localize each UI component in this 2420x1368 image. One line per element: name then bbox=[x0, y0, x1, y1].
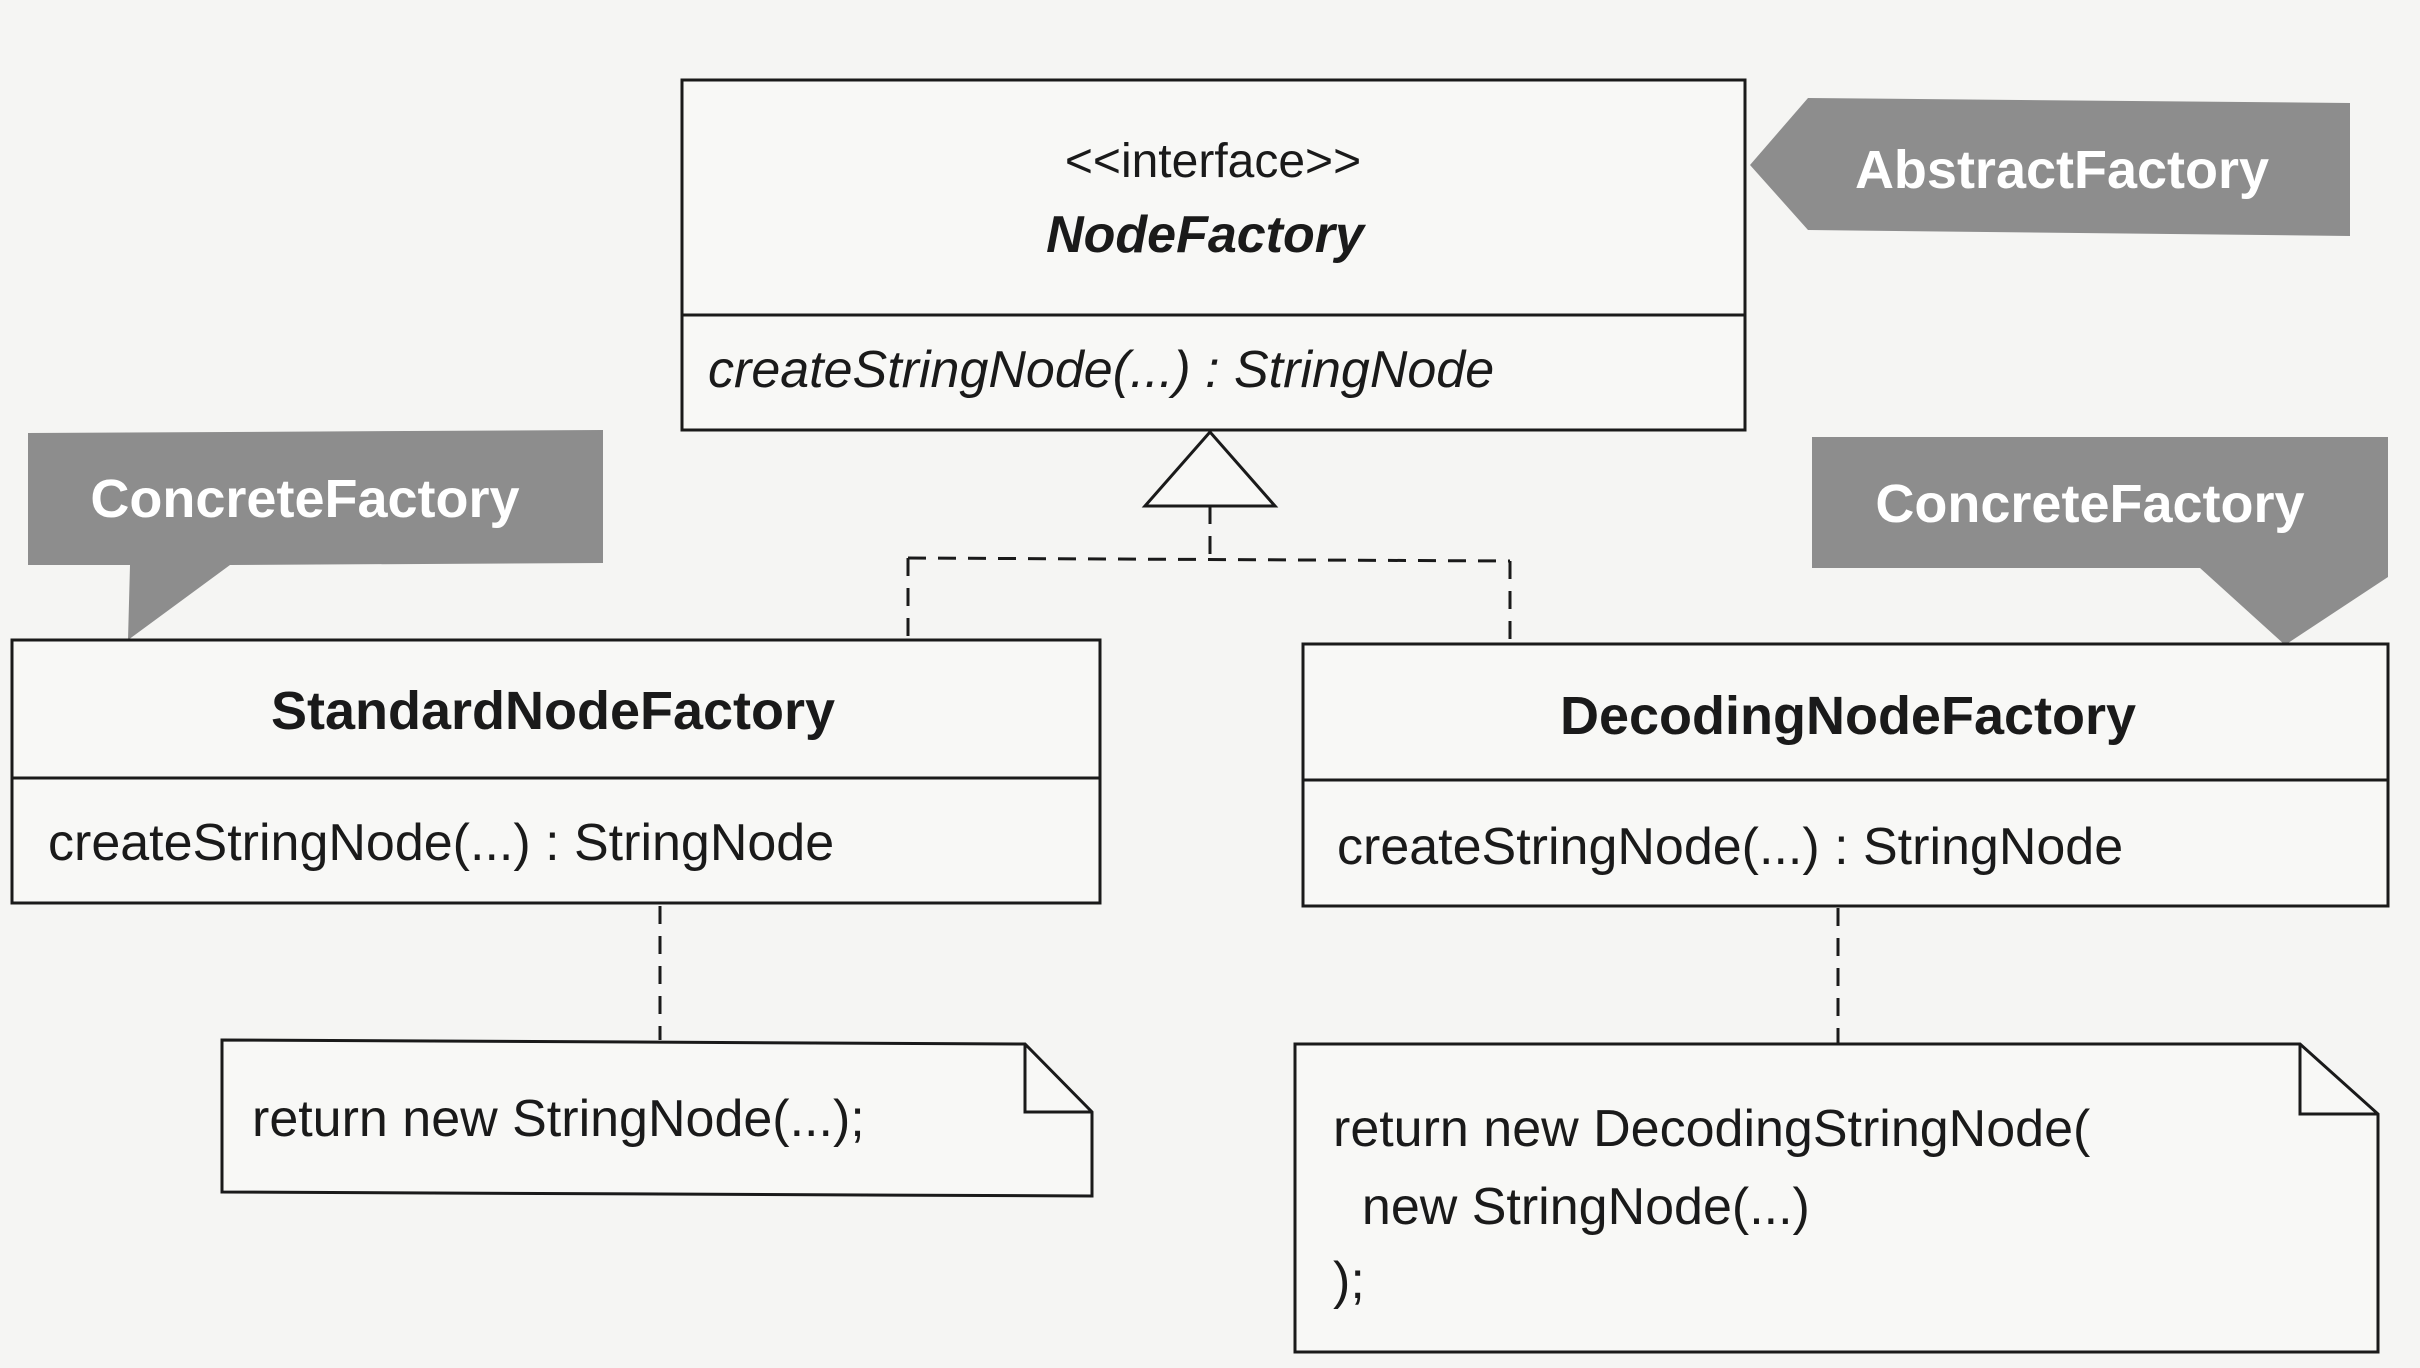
standard-class-box bbox=[10, 638, 1102, 905]
concrete-factory-left-tag-shape bbox=[28, 430, 603, 640]
interface-stereotype: <<interface>> bbox=[1065, 135, 1361, 188]
standard-note-line-1: return new StringNode(...); bbox=[252, 1090, 865, 1148]
class-standardnodefactory: StandardNodeFactory createStringNode(...… bbox=[10, 638, 1102, 905]
standard-note-shape bbox=[220, 1038, 1094, 1198]
decoding-class-name: DecodingNodeFactory bbox=[1560, 686, 2136, 746]
tag-abstract-factory: AbstractFactory bbox=[1750, 98, 2350, 236]
interface-nodefactory: <<interface>> NodeFactory createStringNo… bbox=[680, 78, 1747, 432]
decoding-note-line-2: new StringNode(...) bbox=[1333, 1178, 1810, 1236]
standard-note-fold bbox=[1023, 1044, 1092, 1114]
decoding-note-shape bbox=[1293, 1042, 2380, 1354]
standard-class-method: createStringNode(...) : StringNode bbox=[48, 814, 834, 872]
decoding-class-method: createStringNode(...) : StringNode bbox=[1337, 818, 2123, 876]
decoding-note-line-3: ); bbox=[1333, 1252, 1365, 1310]
decoding-note-line-1: return new DecodingStringNode( bbox=[1333, 1100, 2091, 1158]
tag-concrete-factory-right: ConcreteFactory bbox=[1812, 437, 2388, 645]
decoding-class-box bbox=[1301, 642, 2390, 908]
note-standard: return new StringNode(...); bbox=[220, 1038, 1094, 1198]
abstract-factory-tag-shape bbox=[1750, 98, 2350, 236]
class-decodingnodefactory: DecodingNodeFactory createStringNode(...… bbox=[1301, 642, 2390, 908]
realization-crossbar bbox=[907, 556, 1511, 563]
realization-connectors bbox=[906, 506, 1512, 644]
concrete-factory-right-tag-label: ConcreteFactory bbox=[1875, 474, 2304, 534]
abstract-factory-tag-label: AbstractFactory bbox=[1855, 140, 2269, 200]
tag-concrete-factory-left: ConcreteFactory bbox=[28, 430, 603, 640]
standard-class-name: StandardNodeFactory bbox=[271, 681, 835, 741]
interface-box bbox=[680, 78, 1747, 432]
concrete-factory-left-tag-label: ConcreteFactory bbox=[90, 469, 519, 529]
note-decoding: return new DecodingStringNode( new Strin… bbox=[1293, 1042, 2380, 1354]
realization-arrowhead bbox=[1141, 429, 1279, 508]
concrete-factory-right-tag-shape bbox=[1812, 437, 2388, 645]
interface-method: createStringNode(...) : StringNode bbox=[708, 341, 1494, 399]
interface-name: NodeFactory bbox=[1046, 206, 1367, 264]
decoding-note-fold bbox=[2298, 1044, 2378, 1116]
